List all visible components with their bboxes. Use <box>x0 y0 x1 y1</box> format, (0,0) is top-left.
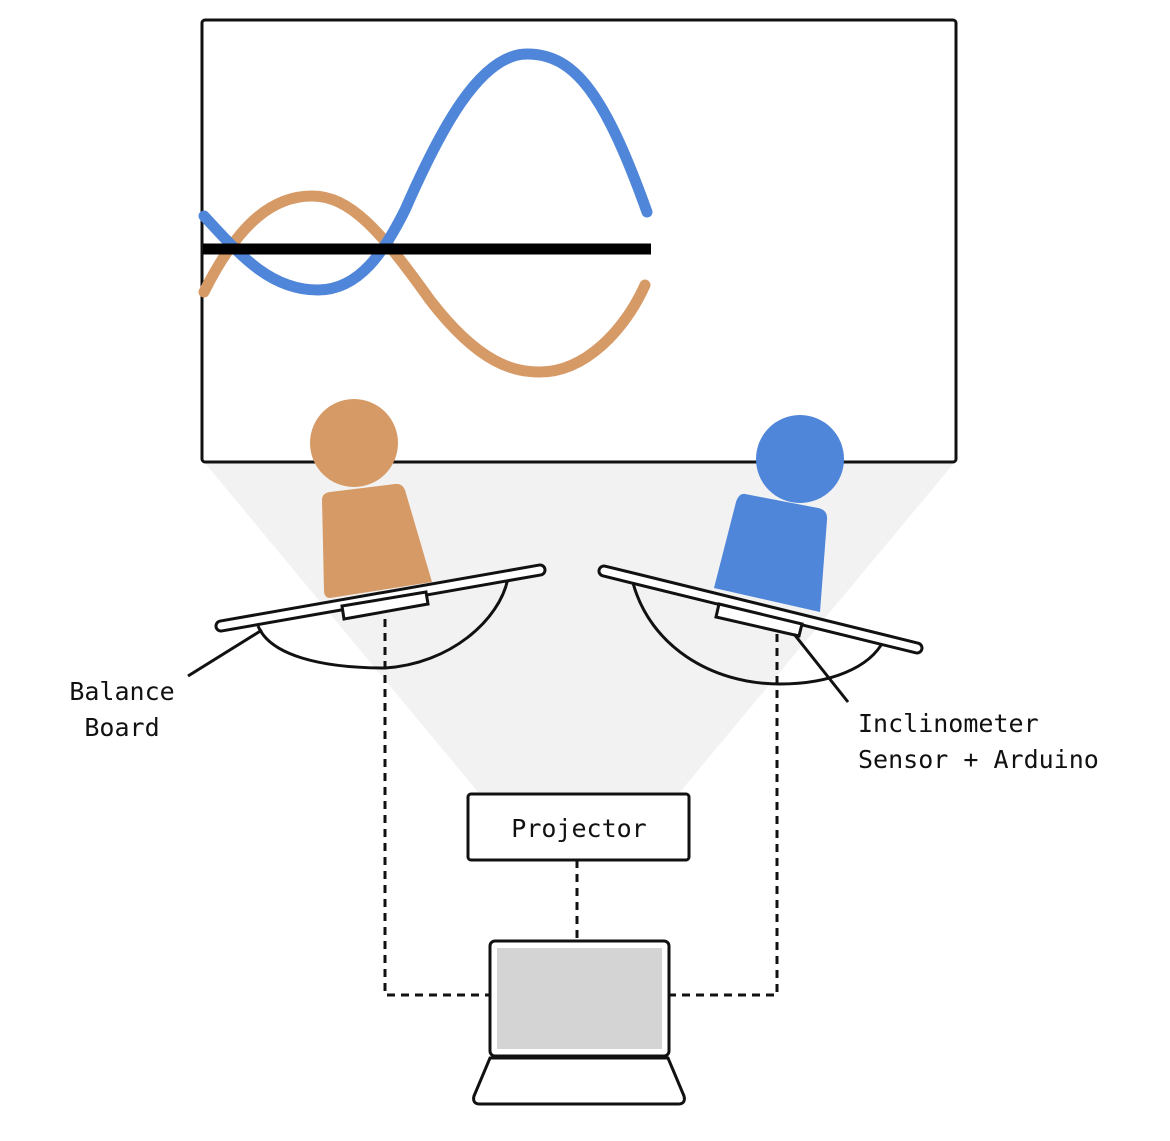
sensor-label-line1: Inclinometer <box>858 709 1039 738</box>
orange-wave <box>198 190 651 378</box>
sensor-label-line2: Sensor + Arduino <box>858 745 1099 774</box>
projector-box <box>466 792 691 862</box>
laptop-screen <box>497 948 662 1049</box>
sensor-left <box>340 590 430 621</box>
laptop-base <box>472 1056 686 1106</box>
balance-board-label-line2: Board <box>84 713 160 742</box>
person-blue-icon <box>714 415 844 612</box>
sensor-right <box>714 602 804 638</box>
balance-board-label-line1: Balance <box>69 677 175 706</box>
leader-balance-board <box>187 628 263 678</box>
laptop-icon <box>472 939 686 1106</box>
person-orange-icon <box>310 399 432 598</box>
projector-label: Projector <box>511 814 647 843</box>
sensor-label: Inclinometer Sensor + Arduino <box>858 706 1099 778</box>
leader-sensor <box>792 633 850 703</box>
projection-screen <box>200 18 958 464</box>
blue-wave <box>198 48 653 296</box>
balance-board-right <box>597 564 924 686</box>
balance-board-label: Balance Board <box>64 674 180 746</box>
board-rocker-right <box>631 582 886 686</box>
